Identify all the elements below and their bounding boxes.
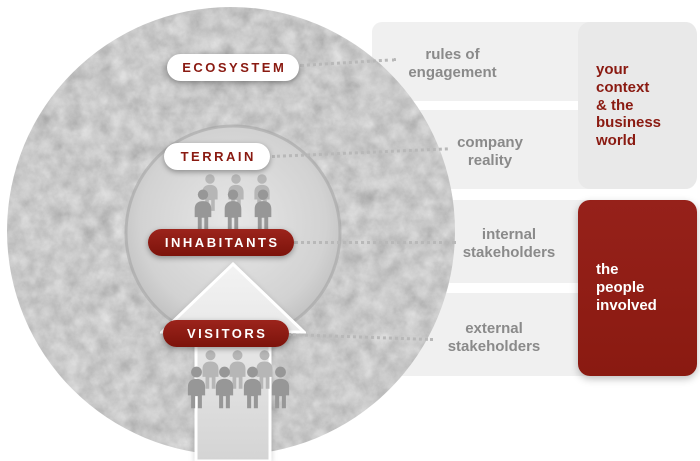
inhabitants-people-group [182, 174, 288, 232]
person-icon [220, 189, 246, 231]
context-business-world-block: your context & the business world [578, 22, 697, 189]
rules-of-engagement-label: rules of engagement [408, 46, 497, 81]
external-stakeholders-label: external stakeholders [447, 320, 541, 355]
person-icon [198, 350, 223, 390]
people-involved-block: the people involved [578, 200, 697, 376]
person-icon [211, 366, 238, 410]
company-reality-label: company reality [457, 134, 523, 169]
internal-stakeholders-label: internal stakeholders [462, 226, 556, 261]
person-icon [250, 189, 276, 231]
person-icon [252, 350, 277, 390]
dotted-connector-inhabitants [294, 241, 456, 244]
context-business-world-label: your context & the business world [596, 61, 662, 150]
people-involved-label: the people involved [596, 261, 657, 314]
person-icon [183, 366, 210, 410]
ecosystem-pill: ECOSYSTEM [167, 54, 299, 81]
visitors-pill: VISITORS [163, 320, 289, 347]
person-icon [190, 189, 216, 231]
terrain-pill: TERRAIN [164, 143, 270, 170]
person-icon [267, 366, 294, 410]
person-icon [225, 350, 250, 390]
person-icon [239, 366, 266, 410]
inhabitants-pill: INHABITANTS [148, 229, 294, 256]
visitors-people-group [180, 350, 294, 412]
